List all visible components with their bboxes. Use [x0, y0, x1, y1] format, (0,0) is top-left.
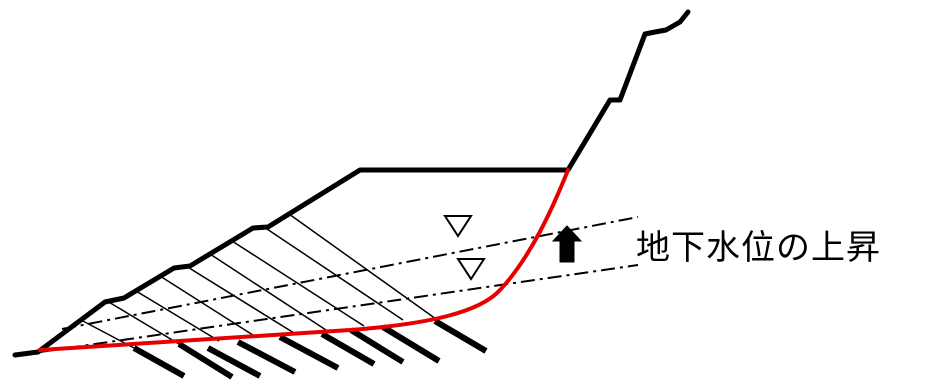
anchor-line: [263, 226, 404, 321]
water-table-lines: [39, 216, 639, 353]
anchor-thin-lines: [80, 213, 437, 349]
water-table-original: [39, 264, 639, 353]
anchor-line: [288, 213, 437, 320]
anchor-line: [135, 290, 220, 342]
anchor-head: [177, 341, 234, 380]
anchor-heads: [132, 318, 488, 380]
slip-surface-curve: [38, 168, 570, 352]
anchor-line: [106, 300, 180, 345]
anchor-head: [278, 334, 340, 371]
anchor-head: [433, 318, 488, 354]
anchor-line: [231, 240, 365, 327]
inverted-triangle-icon: [456, 258, 486, 281]
anchor-head: [381, 324, 441, 364]
anchor-head: [132, 345, 186, 379]
water-rise-label: 地下水位の上昇: [636, 228, 881, 268]
anchor-line: [209, 253, 327, 331]
anchor-head: [349, 327, 405, 365]
anchor-line: [185, 265, 295, 334]
anchor-head: [206, 345, 262, 379]
anchor-head: [320, 331, 376, 367]
up-arrow-icon: [551, 225, 583, 263]
anchor-line: [159, 275, 257, 338]
water-table-raised: [61, 216, 639, 330]
anchor-head: [236, 339, 297, 375]
inverted-triangle-icon: [443, 215, 473, 238]
ground-surface-line: [12, 9, 691, 358]
